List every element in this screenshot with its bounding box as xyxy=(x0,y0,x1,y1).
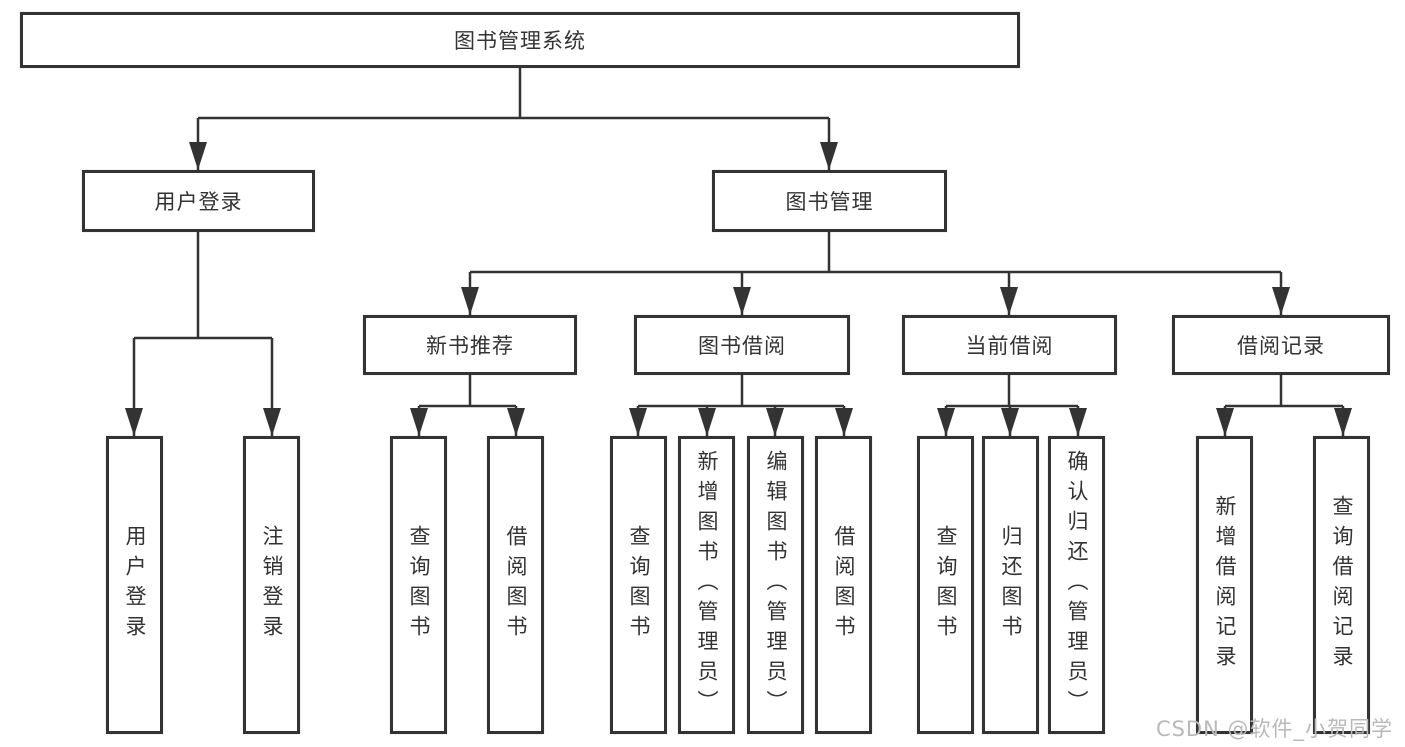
leaf-query-borrowing-record: 查询借阅记录 xyxy=(1313,436,1370,734)
leaf-confirm-return-admin: 确认归还（管理员） xyxy=(1048,436,1105,734)
leaf-edit-books-admin: 编辑图书（管理员） xyxy=(747,436,804,734)
node-book-management: 图书管理 xyxy=(712,170,947,232)
leaf-label: 确认归还（管理员） xyxy=(1065,450,1089,720)
node-user-login: 用户登录 xyxy=(82,170,315,232)
tree-edges xyxy=(132,68,1345,436)
leaf-add-borrowing-record: 新增借阅记录 xyxy=(1196,436,1253,734)
leaf-label: 借阅图书 xyxy=(832,525,856,645)
leaf-label: 新增图书（管理员） xyxy=(695,450,719,720)
leaf-return-books: 归还图书 xyxy=(982,436,1039,734)
node-current-borrowing: 当前借阅 xyxy=(902,315,1117,375)
leaf-label: 查询图书 xyxy=(627,525,651,645)
leaf-label: 借阅图书 xyxy=(504,525,528,645)
leaf-query-books-borrowing: 查询图书 xyxy=(610,436,667,734)
leaf-label: 查询借阅记录 xyxy=(1330,495,1354,675)
leaf-label: 查询图书 xyxy=(407,525,431,645)
leaf-label: 编辑图书（管理员） xyxy=(764,450,788,720)
arrowhead-icons xyxy=(125,142,1352,436)
node-library-management-system: 图书管理系统 xyxy=(20,12,1020,68)
leaf-borrow-books-borrowing: 借阅图书 xyxy=(815,436,872,734)
node-new-book-recommendation: 新书推荐 xyxy=(363,315,577,375)
node-book-borrowing: 图书借阅 xyxy=(634,315,850,375)
watermark-text: CSDN @软件_小贺同学 xyxy=(1155,717,1393,741)
leaf-label: 新增借阅记录 xyxy=(1213,495,1237,675)
leaf-label: 归还图书 xyxy=(999,525,1023,645)
leaf-user-login: 用户登录 xyxy=(106,436,163,734)
node-borrowing-records: 借阅记录 xyxy=(1172,315,1390,375)
leaf-query-books-recommendation: 查询图书 xyxy=(390,436,447,734)
leaf-logout: 注销登录 xyxy=(243,436,300,734)
leaf-label: 注销登录 xyxy=(260,525,284,645)
leaf-label: 用户登录 xyxy=(123,525,147,645)
leaf-borrow-books-recommendation: 借阅图书 xyxy=(487,436,544,734)
leaf-label: 查询图书 xyxy=(934,525,958,645)
leaf-query-books-current: 查询图书 xyxy=(917,436,974,734)
leaf-add-books-admin: 新增图书（管理员） xyxy=(678,436,735,734)
